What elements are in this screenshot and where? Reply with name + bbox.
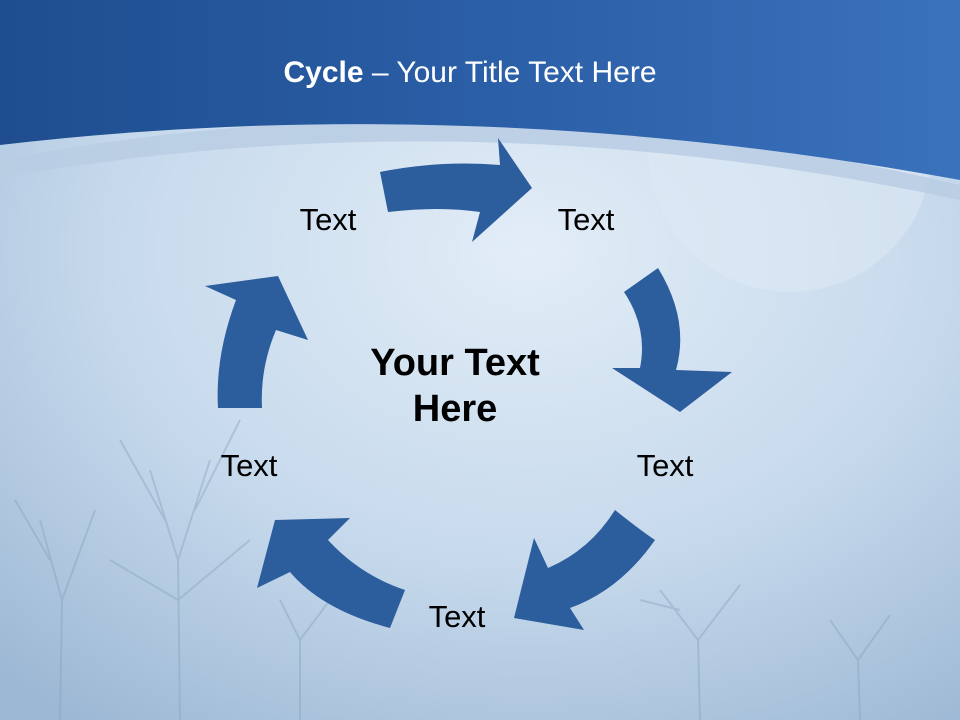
cycle-arrow-5: [205, 276, 308, 408]
cycle-arrow-4: [257, 518, 405, 628]
cycle-arrow-3: [514, 510, 655, 630]
slide-title-separator: –: [363, 56, 397, 89]
cycle-arrow-2: [612, 268, 732, 412]
cycle-node-label: Text: [636, 448, 694, 483]
cycle-node-label: Text: [428, 599, 486, 634]
header-arc-band: [0, 120, 960, 200]
tree-silhouettes: [14, 419, 891, 720]
slide-title-rest: Your Title Text Here: [396, 56, 657, 89]
cycle-node-label: Text: [220, 448, 278, 483]
header-band: [0, 0, 960, 180]
cycle-node-label: Text: [299, 202, 357, 237]
cycle-node-label: Text: [557, 202, 615, 237]
slide-title: Cycle – Your Title Text Here: [0, 56, 940, 90]
cycle-arrow-1: [380, 138, 532, 242]
cycle-arrows: [205, 138, 732, 630]
center-text: Your Text Here: [370, 342, 540, 430]
slide-title-bold: Cycle: [283, 56, 364, 89]
